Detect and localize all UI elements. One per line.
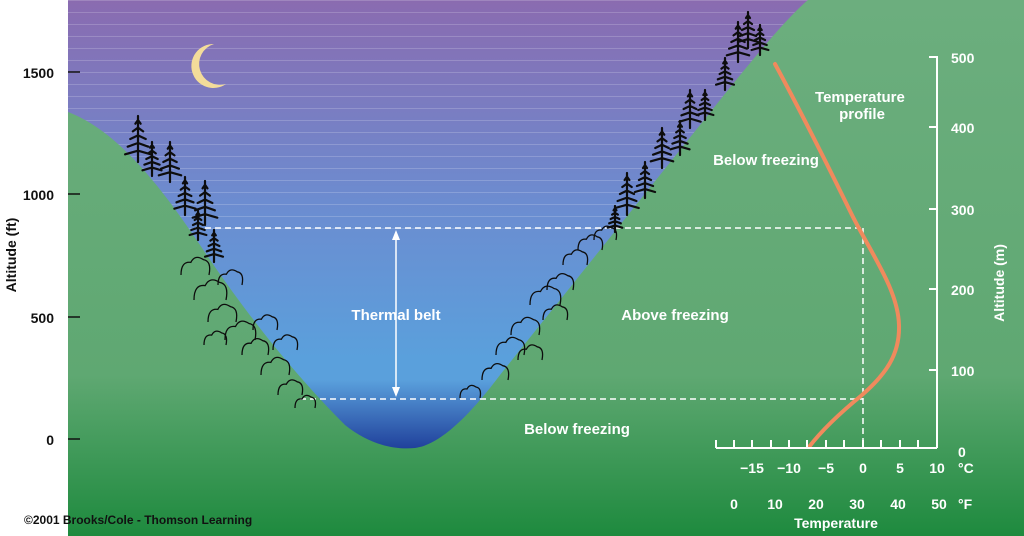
shrub-icon — [577, 234, 604, 251]
temperature-profile-line1: Temperature — [815, 89, 905, 106]
conifer-tree-icon — [188, 208, 208, 242]
altitude-ft-tick: 1000 — [23, 187, 54, 203]
shrub-icon — [529, 285, 562, 306]
slope-vegetation — [124, 10, 770, 409]
temperature-profile-label: Temperature profile — [815, 89, 909, 123]
shrub-icon — [510, 316, 541, 336]
temperature-title: Temperature — [794, 515, 878, 531]
shrub-icon — [562, 249, 589, 266]
fahrenheit-tick: 30 — [849, 496, 865, 512]
shrub-icon — [217, 269, 244, 286]
shrub-icon — [542, 304, 569, 321]
shrub-icon — [495, 336, 526, 356]
celsius-tick: −5 — [818, 460, 834, 476]
altitude-m-tick: 400 — [951, 120, 975, 136]
conifer-tree-icon — [606, 204, 624, 234]
conifer-tree-icon — [695, 88, 715, 122]
altitude-ft-tick: 1500 — [23, 65, 54, 81]
conifer-tree-icon — [649, 126, 675, 170]
conifer-tree-icon — [678, 88, 702, 130]
shrub-icon — [224, 320, 257, 341]
altitude-ft-tick: 500 — [31, 310, 55, 326]
thermal-belt-arrow — [392, 230, 400, 397]
shrub-icon — [180, 256, 211, 276]
conifer-tree-icon — [750, 23, 770, 57]
altitude-m-tick: 200 — [951, 282, 975, 298]
conifer-tree-icon — [124, 114, 152, 164]
celsius-unit: °C — [958, 460, 974, 476]
shrub-icon — [481, 362, 510, 381]
shrub-icon — [517, 344, 544, 361]
temperature-axis: −15 −10 −5 0 5 10 °C 0 10 20 30 40 50 °F… — [715, 440, 974, 531]
altitude-ft-tick: 0 — [46, 432, 54, 448]
celsius-tick: 10 — [929, 460, 945, 476]
fahrenheit-tick: 20 — [808, 496, 824, 512]
altitude-m-axis: 500 400 300 200 100 0 Altitude (m) — [929, 50, 1007, 460]
fahrenheit-tick: 0 — [730, 496, 738, 512]
conifer-tree-icon — [714, 56, 736, 92]
conifer-tree-icon — [141, 140, 163, 178]
celsius-tick: 0 — [859, 460, 867, 476]
celsius-tick: −15 — [740, 460, 764, 476]
fahrenheit-tick: 10 — [767, 496, 783, 512]
temperature-profile-line2: profile — [839, 106, 885, 123]
shrub-icon — [260, 356, 291, 376]
conifer-tree-icon — [614, 171, 640, 217]
shrub-icon — [593, 225, 618, 241]
altitude-ft-title: Altitude (ft) — [3, 218, 19, 293]
altitude-ft-axis: 1500 1000 500 0 Altitude (ft) — [3, 65, 80, 448]
shrub-icon — [272, 334, 299, 351]
shrub-icon — [193, 279, 228, 301]
conifer-tree-icon — [173, 175, 197, 217]
shrub-icon — [241, 337, 270, 356]
conifer-tree-icon — [669, 119, 691, 157]
celsius-tick: −10 — [777, 460, 801, 476]
altitude-m-tick: 0 — [958, 444, 966, 460]
thermal-belt-label: Thermal belt — [351, 307, 440, 324]
fahrenheit-unit: °F — [958, 496, 973, 512]
shrub-icon — [252, 314, 279, 331]
copyright-credit: ©2001 Brooks/Cole - Thomson Learning — [24, 513, 252, 527]
shrub-icon — [207, 303, 238, 323]
conifer-tree-icon — [203, 228, 225, 264]
below-freezing-upper-label: Below freezing — [713, 152, 819, 169]
altitude-m-title: Altitude (m) — [991, 244, 1007, 322]
shrub-icon — [459, 384, 482, 399]
shrub-icon — [546, 272, 575, 291]
shrub-icon — [277, 379, 304, 396]
conifer-tree-icon — [736, 10, 760, 50]
temperature-profile-curve — [773, 62, 902, 449]
celsius-tick: 5 — [896, 460, 904, 476]
below-freezing-lower-label: Below freezing — [524, 421, 630, 438]
shrub-icon — [294, 394, 317, 409]
altitude-m-tick: 100 — [951, 363, 975, 379]
conifer-tree-icon — [633, 160, 657, 200]
moon-icon — [191, 43, 226, 88]
altitude-m-tick: 500 — [951, 50, 975, 66]
valley-hills — [68, 0, 1024, 536]
fahrenheit-tick: 40 — [890, 496, 906, 512]
shrub-icon — [203, 330, 228, 346]
conifer-tree-icon — [157, 140, 183, 184]
fahrenheit-tick: 50 — [931, 496, 947, 512]
altitude-m-tick: 300 — [951, 202, 975, 218]
above-freezing-label: Above freezing — [621, 307, 729, 324]
